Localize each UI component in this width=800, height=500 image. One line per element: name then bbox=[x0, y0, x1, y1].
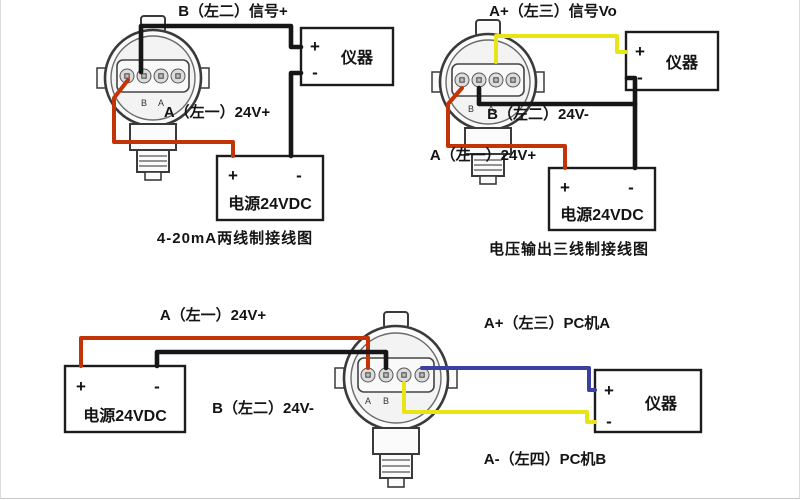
label-signal-vo-2: A+（左三）信号Vo bbox=[489, 2, 617, 20]
minus-sign: - bbox=[628, 178, 634, 197]
terminal-label-b: B bbox=[383, 396, 389, 406]
instrument-box-3-frame bbox=[593, 368, 703, 434]
terminal-screw-slot bbox=[510, 77, 516, 83]
instrument-box-3: + - 仪器 bbox=[593, 368, 703, 434]
transmitter-3-terminal-strip bbox=[357, 357, 435, 393]
terminal-screw-slot bbox=[493, 77, 499, 83]
power-box-2-frame bbox=[547, 166, 657, 232]
transmitter-1: B A bbox=[96, 15, 210, 181]
plus-sign: + bbox=[76, 377, 86, 396]
terminal-screw-slot bbox=[141, 73, 147, 79]
plus-sign: + bbox=[228, 166, 238, 185]
wire-24v-minus-black-3 bbox=[154, 349, 389, 371]
plus-sign: + bbox=[310, 37, 320, 56]
power-box-1-frame bbox=[215, 154, 325, 222]
terminal-label-a: A bbox=[488, 104, 494, 114]
wire-24v-plus-red-1 bbox=[112, 78, 235, 158]
power-box-3-frame bbox=[63, 364, 187, 434]
terminal-label-a: A bbox=[158, 98, 164, 108]
terminal-screw-slot bbox=[419, 372, 425, 378]
minus-sign: - bbox=[606, 412, 612, 431]
transmitter-1-tip bbox=[144, 171, 162, 181]
power-box-1: + - 电源24VDC bbox=[215, 154, 325, 222]
minus-sign: - bbox=[312, 63, 318, 82]
wire-signal-vo-yellow-2 bbox=[494, 34, 628, 64]
wire-instrument-minus-branch-black-2 bbox=[624, 75, 638, 107]
minus-sign: - bbox=[296, 166, 302, 185]
minus-sign: - bbox=[637, 68, 643, 87]
label-24v-minus-2: B（左二）24V- bbox=[487, 105, 589, 123]
plus-sign: + bbox=[635, 42, 645, 61]
transmitter-1-terminal-strip bbox=[116, 59, 190, 93]
wire-pc-a-blue-3 bbox=[420, 366, 597, 392]
instrument-label-2: 仪器 bbox=[665, 54, 699, 72]
label-signal-plus-1: B（左二）信号+ bbox=[178, 2, 288, 20]
label-24v-plus-1: A（左一）24V+ bbox=[164, 103, 271, 121]
label-24v-plus-2: A（左一）24V+ bbox=[430, 146, 537, 164]
terminal-label-b: B bbox=[468, 104, 474, 114]
power-box-3: + - 电源24VDC bbox=[63, 364, 187, 434]
instrument-label-1: 仪器 bbox=[340, 49, 374, 67]
wire-loop-return-black-1 bbox=[288, 70, 304, 159]
terminal-screw-slot bbox=[401, 372, 407, 378]
terminal-screw-slot bbox=[365, 372, 371, 378]
transmitter-3-left-port bbox=[334, 367, 345, 389]
power-label-2: 电源24VDC bbox=[560, 205, 644, 224]
transmitter-3-right-port bbox=[447, 367, 458, 389]
diagram-caption-2: 电压输出三线制接线图 bbox=[489, 240, 649, 258]
transmitter-2-terminal-strip bbox=[451, 63, 525, 97]
diagram-caption-1: 4-20mA两线制接线图 bbox=[157, 229, 313, 247]
power-box-2: + - 电源24VDC bbox=[547, 166, 657, 232]
label-24v-plus-3: A（左一）24V+ bbox=[160, 306, 267, 324]
transmitter-3-tip bbox=[387, 477, 405, 488]
terminal-screw-slot bbox=[459, 77, 465, 83]
instrument-box-2: + - 仪器 bbox=[624, 30, 720, 92]
wire-24v-minus-black-2 bbox=[476, 85, 638, 171]
label-pc-b-3: A-（左四）PC机B bbox=[484, 450, 607, 468]
plus-sign: + bbox=[560, 178, 570, 197]
terminal-screw-slot bbox=[124, 73, 130, 79]
transmitter-3-neck bbox=[372, 427, 420, 455]
wire-signal-plus-black-1 bbox=[138, 23, 304, 75]
terminal-screw-slot bbox=[383, 372, 389, 378]
plus-sign: + bbox=[604, 381, 614, 400]
label-pc-a-3: A+（左三）PC机A bbox=[484, 314, 610, 332]
transmitter-2-tip bbox=[479, 175, 497, 185]
wire-24v-plus-red-2 bbox=[446, 86, 567, 170]
terminal-screw-slot bbox=[158, 73, 164, 79]
instrument-box-1: + - 仪器 bbox=[299, 26, 395, 87]
instrument-label-3: 仪器 bbox=[644, 395, 678, 413]
power-label-3: 电源24VDC bbox=[83, 406, 167, 425]
power-label-1: 电源24VDC bbox=[228, 194, 312, 213]
terminal-label-b: B bbox=[141, 98, 147, 108]
instrument-box-1-frame bbox=[299, 26, 395, 87]
label-24v-minus-3: B（左二）24V- bbox=[212, 399, 314, 417]
transmitter-2-neck bbox=[464, 127, 512, 155]
minus-sign: - bbox=[154, 377, 160, 396]
terminal-label-a: A bbox=[365, 396, 371, 406]
wire-pc-b-yellow-3 bbox=[402, 381, 597, 424]
terminal-screw-slot bbox=[476, 77, 482, 83]
transmitter-1-neck bbox=[129, 123, 177, 151]
terminal-screw-slot bbox=[175, 73, 181, 79]
instrument-box-2-frame bbox=[624, 30, 720, 92]
